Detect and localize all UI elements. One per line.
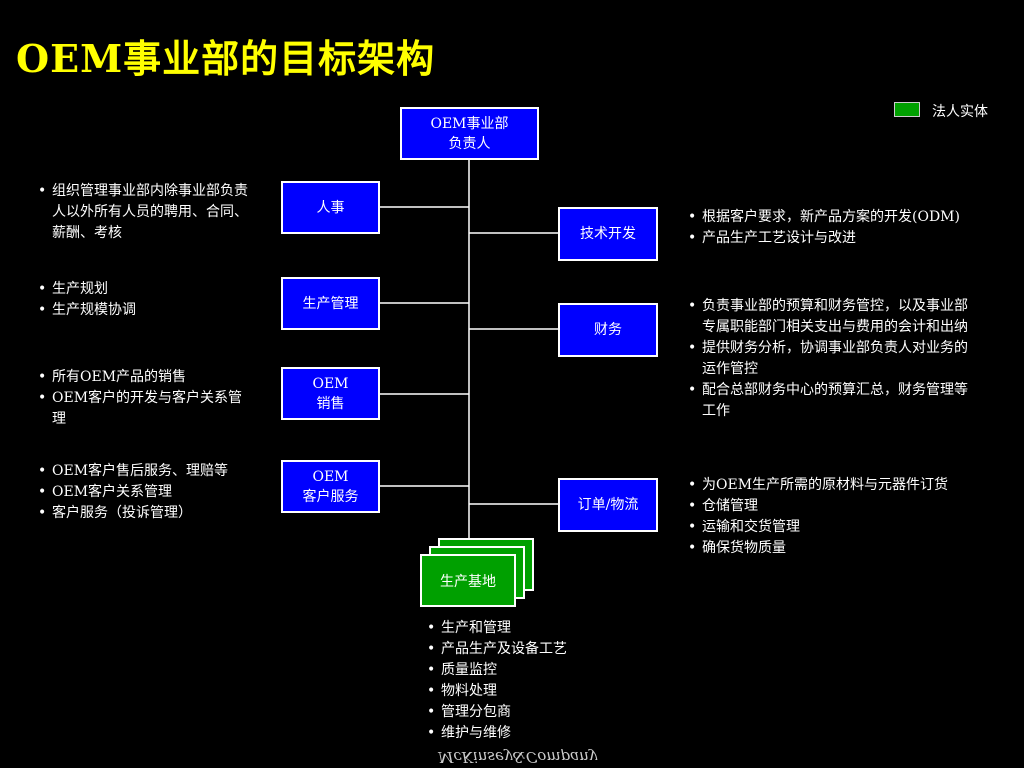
unit-box-production-mgmt: 生产管理	[281, 277, 380, 330]
head-box: OEM事业部 负责人	[400, 107, 539, 160]
list-item: 根据客户要求，新产品方案的开发(ODM)	[688, 207, 978, 228]
production-base-duties-list: 生产和管理 产品生产及设备工艺 质量监控 物料处理 管理分包商 维护与维修	[427, 618, 647, 744]
unit-label: 订单/物流	[577, 497, 639, 513]
oem-sales-duties-list: 所有OEM产品的销售 OEM客户的开发与客户关系管理	[38, 367, 253, 430]
unit-box-order-logistics: 订单/物流	[558, 478, 658, 532]
list-item: 所有OEM产品的销售	[38, 367, 253, 388]
page-title: OEM事业部的目标架构	[16, 36, 436, 81]
unit-box-tech-dev: 技术开发	[558, 207, 658, 261]
unit-label: 财务	[594, 322, 622, 338]
legend-label: 法人实体	[932, 104, 988, 120]
tech-dev-duties-list: 根据客户要求，新产品方案的开发(ODM) 产品生产工艺设计与改进	[688, 207, 978, 249]
head-box-line1: OEM事业部	[430, 115, 509, 132]
list-item: 客户服务（投诉管理）	[38, 503, 268, 524]
list-item: 产品生产及设备工艺	[427, 639, 647, 660]
list-item: 运输和交货管理	[688, 517, 978, 538]
head-box-line2: 负责人	[448, 135, 491, 152]
list-item: OEM客户关系管理	[38, 482, 268, 503]
unit-label-line2: 销售	[316, 395, 345, 412]
list-item: 为OEM生产所需的原材料与元器件订货	[688, 475, 978, 496]
unit-box-customer-service: OEM 客户服务	[281, 460, 380, 513]
unit-label: 人事	[316, 199, 345, 216]
unit-label-line1: OEM	[312, 375, 349, 392]
list-item: 生产规模协调	[38, 300, 253, 321]
order-logistics-duties-list: 为OEM生产所需的原材料与元器件订货 仓储管理 运输和交货管理 确保货物质量	[688, 475, 978, 559]
unit-label: 生产基地	[440, 573, 496, 590]
unit-box-finance: 财务	[558, 303, 658, 357]
production-mgmt-duties-list: 生产规划 生产规模协调	[38, 279, 253, 321]
list-item: 组织管理事业部内除事业部负责人以外所有人员的聘用、合同、薪酬、考核	[38, 181, 253, 244]
unit-label-line1: OEM	[312, 468, 349, 485]
unit-label-line2: 客户服务	[302, 488, 359, 505]
footer-logo-text: McKinsey&Company	[438, 748, 598, 766]
list-item: 配合总部财务中心的预算汇总，财务管理等工作	[688, 380, 978, 422]
list-item: 管理分包商	[427, 702, 647, 723]
hr-duties-list: 组织管理事业部内除事业部负责人以外所有人员的聘用、合同、薪酬、考核	[38, 181, 253, 244]
finance-duties-list: 负责事业部的预算和财务管控，以及事业部专属职能部门相关支出与费用的会计和出纳 提…	[688, 296, 978, 422]
unit-label: 生产管理	[302, 295, 359, 312]
unit-box-hr: 人事	[281, 181, 380, 234]
list-item: 物料处理	[427, 681, 647, 702]
legend-swatch	[894, 102, 920, 117]
customer-service-duties-list: OEM客户售后服务、理赔等 OEM客户关系管理 客户服务（投诉管理）	[38, 461, 268, 524]
list-item: 生产和管理	[427, 618, 647, 639]
unit-box-oem-sales: OEM 销售	[281, 367, 380, 420]
list-item: 仓储管理	[688, 496, 978, 517]
list-item: 确保货物质量	[688, 538, 978, 559]
list-item: 生产规划	[38, 279, 253, 300]
list-item: 质量监控	[427, 660, 647, 681]
unit-label: 技术开发	[580, 226, 636, 242]
list-item: 产品生产工艺设计与改进	[688, 228, 978, 249]
list-item: 维护与维修	[427, 723, 647, 744]
list-item: 提供财务分析，协调事业部负责人对业务的运作管控	[688, 338, 978, 380]
list-item: 负责事业部的预算和财务管控，以及事业部专属职能部门相关支出与费用的会计和出纳	[688, 296, 978, 338]
list-item: OEM客户的开发与客户关系管理	[38, 388, 253, 430]
list-item: OEM客户售后服务、理赔等	[38, 461, 268, 482]
unit-box-production-base: 生产基地	[420, 554, 516, 607]
